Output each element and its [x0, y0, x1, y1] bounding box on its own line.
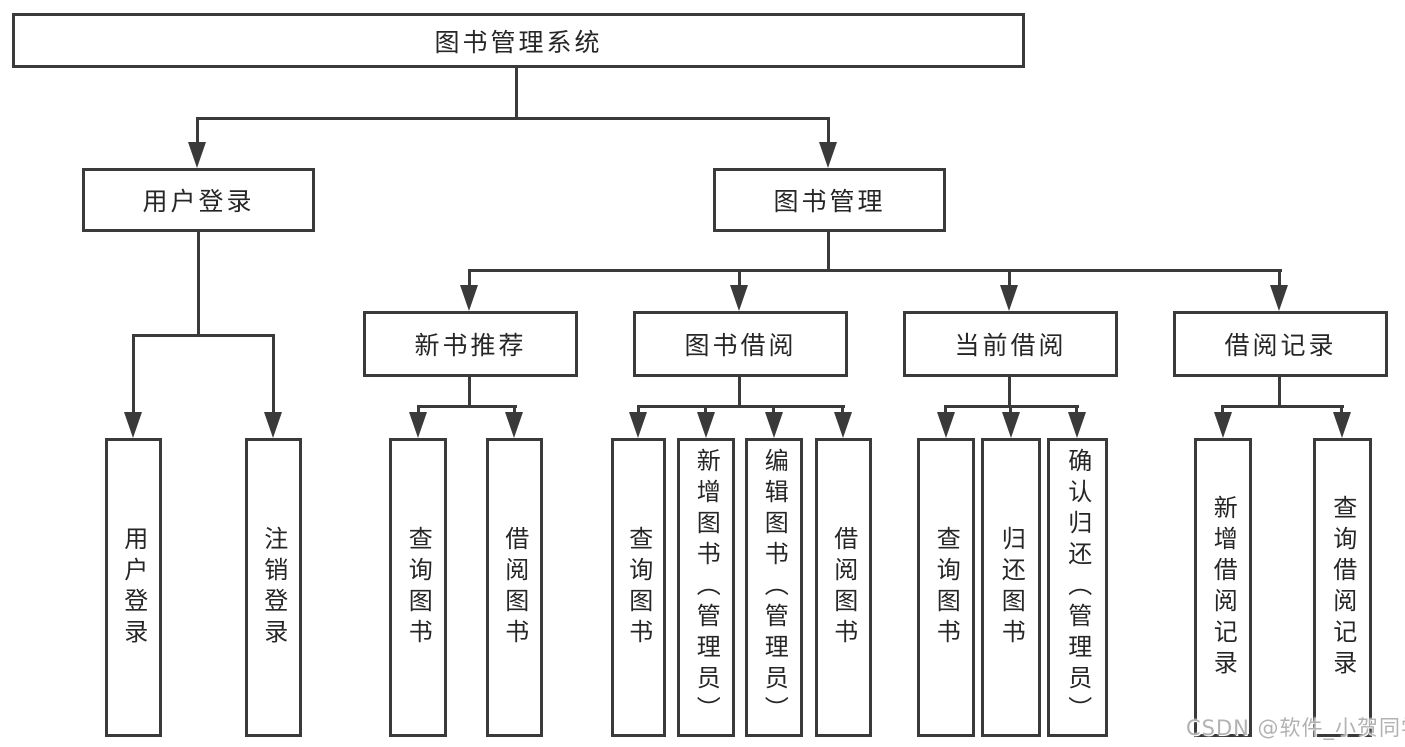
node-borrowing-records: 借阅记录 [1173, 311, 1388, 377]
connector-line [704, 405, 707, 415]
leaf-label: 查询借阅记录 [1328, 494, 1357, 681]
node-leaf-query-books-borrow: 查询图书 [611, 438, 666, 737]
connector-line [196, 117, 199, 145]
connector-line [827, 231, 830, 272]
arrowhead-down-icon [765, 412, 783, 438]
arrowhead-down-icon [937, 412, 955, 438]
leaf-label: 用户登录 [119, 525, 148, 650]
connector-line [1278, 269, 1281, 289]
node-leaf-borrow-books-recommend: 借阅图书 [486, 438, 543, 737]
arrowhead-down-icon [1333, 412, 1351, 438]
connector-line [1075, 405, 1078, 415]
connector-line [772, 405, 775, 415]
connector-line [738, 376, 741, 408]
connector-line [827, 117, 830, 145]
arrowhead-down-icon [1214, 412, 1232, 438]
connector-line [468, 269, 471, 289]
connector-line [196, 117, 830, 120]
arrowhead-down-icon [264, 412, 282, 438]
connector-line [1221, 405, 1224, 415]
node-leaf-user-login: 用户登录 [105, 438, 162, 737]
arrowhead-down-icon [460, 285, 478, 311]
arrowhead-down-icon [730, 285, 748, 311]
arrowhead-down-icon [834, 412, 852, 438]
leaf-label: 注销登录 [259, 525, 288, 650]
node-leaf-edit-books-admin: 编辑图书（管理员） [745, 438, 803, 737]
connector-line [513, 405, 516, 415]
connector-line [637, 405, 640, 415]
leaf-label: 新增图书（管理员） [692, 448, 721, 727]
arrowhead-down-icon [1000, 285, 1018, 311]
connector-line [1221, 405, 1344, 408]
connector-line [197, 231, 200, 336]
node-leaf-query-books-recommend: 查询图书 [389, 438, 447, 737]
node-library-management-system: 图书管理系统 [12, 13, 1025, 68]
arrowhead-down-icon [188, 142, 206, 168]
connector-line [132, 334, 275, 337]
connector-line [417, 405, 420, 415]
arrowhead-down-icon [629, 412, 647, 438]
leaf-label: 归还图书 [997, 525, 1026, 650]
arrowhead-down-icon [1270, 285, 1288, 311]
csdn-watermark: CSDN @软件_小贺同学 [1186, 716, 1405, 740]
leaf-label: 借阅图书 [500, 525, 529, 650]
connector-line [515, 67, 518, 120]
connector-line [944, 405, 947, 415]
node-leaf-return-books: 归还图书 [981, 438, 1041, 737]
leaf-label: 确认归还（管理员） [1063, 448, 1092, 727]
node-leaf-add-books-admin: 新增图书（管理员） [677, 438, 735, 737]
connector-line [417, 405, 517, 408]
node-book-management: 图书管理 [713, 168, 946, 232]
arrowhead-down-icon [124, 412, 142, 438]
connector-line [738, 269, 741, 289]
arrowhead-down-icon [409, 412, 427, 438]
node-leaf-confirm-return-admin: 确认归还（管理员） [1047, 438, 1108, 737]
leaf-label: 查询图书 [932, 525, 961, 650]
connector-line [1009, 405, 1012, 415]
connector-line [468, 269, 1282, 272]
arrowhead-down-icon [1068, 412, 1086, 438]
node-book-borrowing: 图书借阅 [633, 311, 848, 377]
connector-line [1008, 376, 1011, 408]
leaf-label: 编辑图书（管理员） [760, 448, 789, 727]
arrowhead-down-icon [697, 412, 715, 438]
node-leaf-add-borrow-record: 新增借阅记录 [1194, 438, 1252, 737]
node-leaf-borrow-books: 借阅图书 [815, 438, 872, 737]
node-user-login: 用户登录 [82, 168, 315, 232]
leaf-label: 查询图书 [624, 525, 653, 650]
leaf-label: 新增借阅记录 [1209, 494, 1238, 681]
connector-line [272, 334, 275, 414]
leaf-label: 查询图书 [404, 525, 433, 650]
node-leaf-logout: 注销登录 [245, 438, 302, 737]
arrowhead-down-icon [505, 412, 523, 438]
node-leaf-query-borrow-record: 查询借阅记录 [1313, 438, 1372, 737]
connector-line [841, 405, 844, 415]
connector-line [1278, 376, 1281, 408]
node-new-book-recommend: 新书推荐 [363, 311, 578, 377]
node-current-borrowing: 当前借阅 [903, 311, 1118, 377]
connector-line [468, 376, 471, 408]
connector-line [1340, 405, 1343, 415]
connector-line [1008, 269, 1011, 289]
node-leaf-query-books-current: 查询图书 [917, 438, 975, 737]
arrowhead-down-icon [819, 142, 837, 168]
connector-line [132, 334, 135, 414]
arrowhead-down-icon [1002, 412, 1020, 438]
connector-line [637, 405, 845, 408]
leaf-label: 借阅图书 [829, 525, 858, 650]
